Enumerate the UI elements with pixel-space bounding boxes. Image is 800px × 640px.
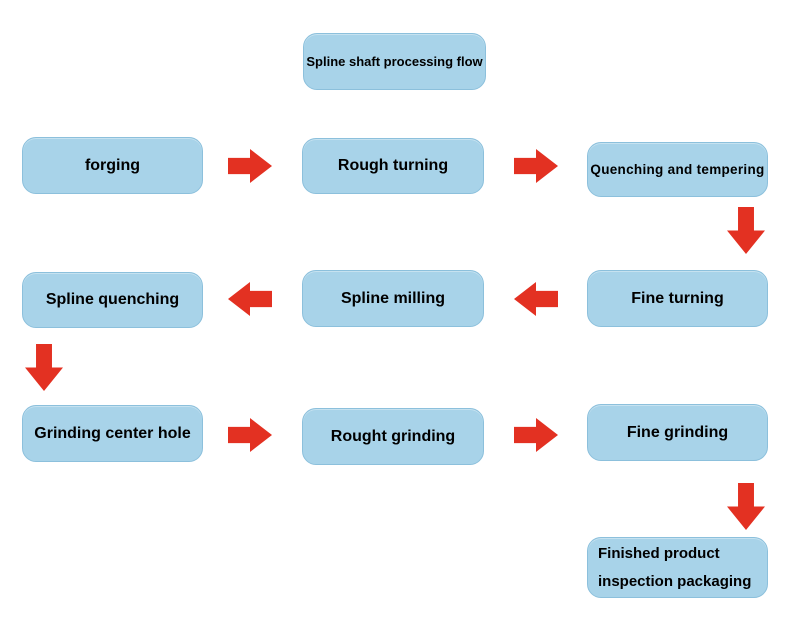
arrow-rought-grinding-to-fine-grinding <box>514 418 558 452</box>
node-rought-grinding-label: Rought grinding <box>330 427 456 445</box>
node-quenching-and-tempering-label: Quenching and tempering <box>590 162 765 177</box>
flowchart-title: Spline shaft processing flow <box>306 54 483 69</box>
node-spline-quenching-label: Spline quenching <box>45 291 180 308</box>
arrow-fine-grinding-to-finished-product <box>727 483 765 530</box>
arrow-quenching-and-tempering-to-fine-turning <box>727 207 765 254</box>
node-fine-grinding: Fine grinding <box>587 404 768 461</box>
node-grinding-center-hole-label: Grinding center hole <box>34 424 191 442</box>
node-rough-turning-label: Rough turning <box>337 157 449 174</box>
node-fine-turning: Fine turning <box>587 270 768 327</box>
node-finished-product: Finished product inspection packaging <box>587 537 768 598</box>
node-forging: forging <box>22 137 203 194</box>
arrow-fine-turning-to-spline-milling <box>514 282 558 316</box>
node-spline-milling-label: Spline milling <box>340 289 445 307</box>
node-forging-label: forging <box>84 156 141 174</box>
node-quenching-and-tempering: Quenching and tempering <box>587 142 768 197</box>
arrow-spline-quenching-to-grinding-center-hole <box>25 344 63 391</box>
node-rough-turning: Rough turning <box>302 138 484 194</box>
flowchart-title-box: Spline shaft processing flow <box>303 33 486 90</box>
node-grinding-center-hole: Grinding center hole <box>22 405 203 462</box>
arrow-spline-milling-to-spline-quenching <box>228 282 272 316</box>
arrow-grinding-center-hole-to-rought-grinding <box>228 418 272 452</box>
node-spline-milling: Spline milling <box>302 270 484 327</box>
node-fine-turning-label: Fine turning <box>631 289 724 307</box>
arrow-forging-to-rough-turning <box>228 149 272 183</box>
node-finished-product-label: Finished product inspection packaging <box>598 544 752 590</box>
node-spline-quenching: Spline quenching <box>22 272 203 328</box>
node-fine-grinding-label: Fine grinding <box>626 423 729 441</box>
node-rought-grinding: Rought grinding <box>302 408 484 465</box>
arrow-rough-turning-to-quenching-and-tempering <box>514 149 558 183</box>
